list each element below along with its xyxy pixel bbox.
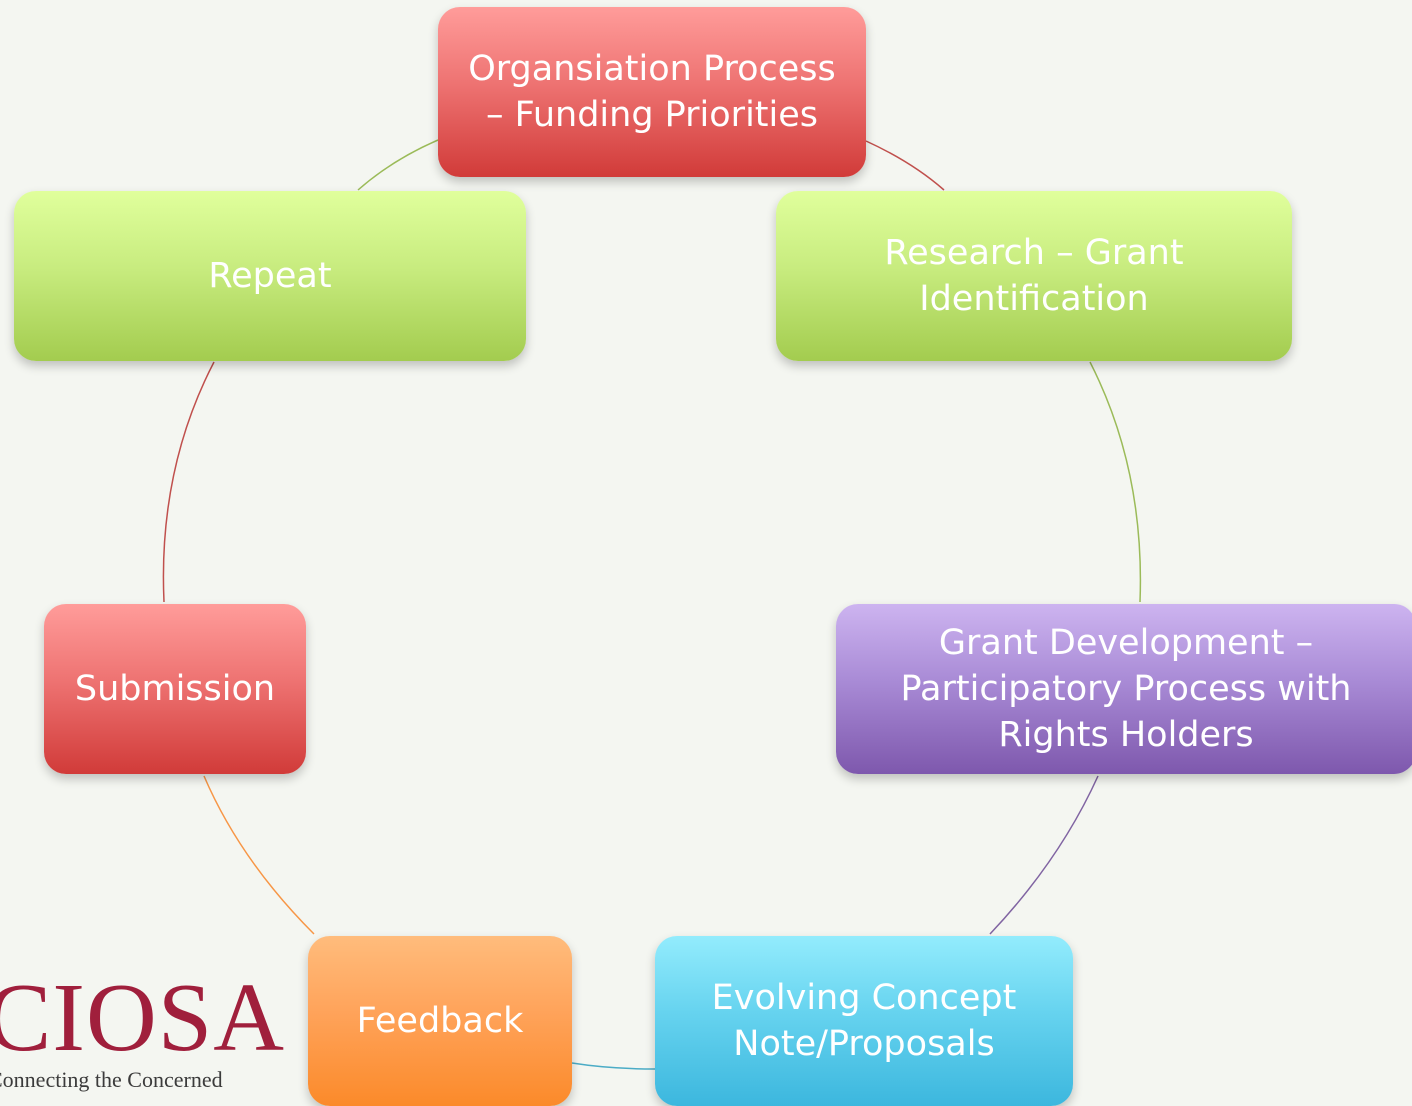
node-repeat: Repeat <box>14 191 526 361</box>
node-research: Research – Grant Identification <box>776 191 1292 361</box>
logo-wordmark: CIOSA <box>0 964 286 1072</box>
connector-evolve-to-feedback <box>571 1062 656 1070</box>
logo-tagline: Connecting the Concerned <box>0 1067 223 1092</box>
node-feedback-label: Feedback <box>356 1001 524 1041</box>
node-organisation-process: Organsiation Process – Funding Prioritie… <box>438 7 866 177</box>
connector-grant-to-evolve <box>989 775 1099 935</box>
node-submission: Submission <box>44 604 306 774</box>
node-evolving-concept-label: Evolving Concept Note/Proposals <box>711 978 1017 1064</box>
node-grant-development-label: Grant Development – Participatory Proces… <box>900 623 1352 755</box>
node-organisation-process-label: Organsiation Process – Funding Prioritie… <box>468 49 836 135</box>
node-submission-label: Submission <box>74 669 276 709</box>
connector-feedback-to-submission <box>203 775 315 935</box>
connector-repeat-to-org <box>357 139 439 191</box>
node-evolving-concept: Evolving Concept Note/Proposals <box>655 936 1073 1106</box>
ciosa-logo: CIOSA Connecting the Concerned <box>0 968 284 1105</box>
connector-submission-to-repeat <box>162 361 215 603</box>
connector-org-to-research <box>865 140 945 191</box>
node-research-label: Research – Grant Identification <box>884 233 1184 319</box>
node-repeat-label: Repeat <box>208 256 332 296</box>
node-grant-development: Grant Development – Participatory Proces… <box>836 604 1412 774</box>
node-feedback: Feedback <box>308 936 572 1106</box>
connector-research-to-grant <box>1089 361 1142 603</box>
